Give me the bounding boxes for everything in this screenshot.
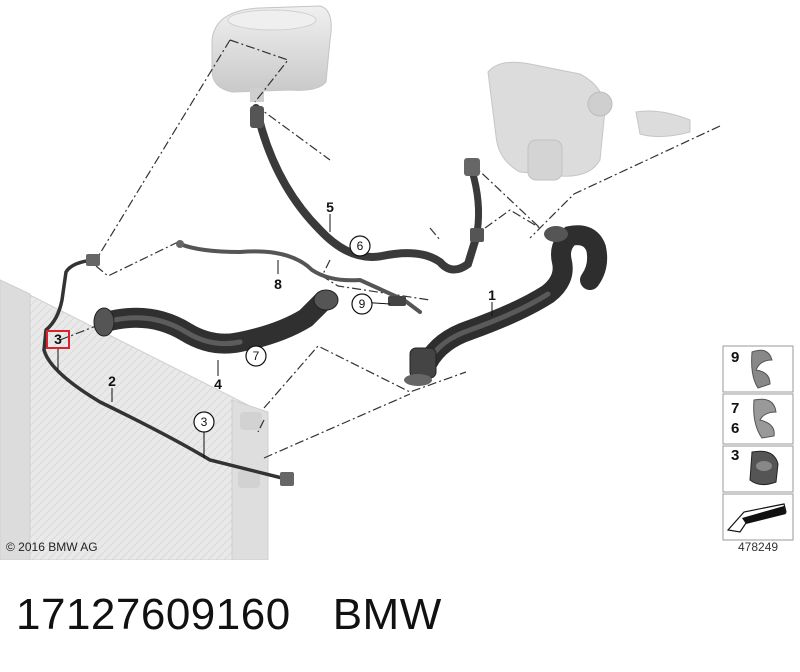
highlighted-part-3: 3 [46,330,70,349]
thermostat-housing [487,61,691,181]
hose-8 [176,240,422,314]
callout-6: 6 [349,235,371,257]
clip-3-icon [749,450,779,486]
guide-lines [59,39,721,459]
part-caption: 17127609160 BMW [16,590,484,640]
direction-arrow-icon [726,503,787,533]
copyright-notice: © 2016 BMW AG [6,540,98,554]
part-label-2: 2 [108,373,116,389]
hose-4 [93,289,339,354]
part-label-3: 3 [54,331,62,347]
callout-9-label: 9 [359,297,366,311]
callout-9: 9 [351,293,373,315]
legend-label-7: 7 [731,400,739,417]
brand-name: BMW [332,590,442,639]
callout-7-label: 7 [253,349,260,363]
callout-6-label: 6 [357,239,364,253]
hose-1 [404,225,608,386]
callout-7: 7 [245,345,267,367]
radiator [0,279,269,560]
part-label-1: 1 [488,287,496,303]
part-label-4: 4 [214,376,222,392]
part-label-8: 8 [274,276,282,292]
parts-diagram: 1 2 4 5 8 3 6 9 7 3 9 7 6 3 [0,5,794,560]
callout-3: 3 [193,411,215,433]
hose-5 [250,104,484,274]
diagram-reference-number: 478249 [738,540,779,554]
expansion-tank [211,5,332,102]
clip-9-icon [751,349,773,389]
pipe-2 [42,254,294,486]
callout-3-label: 3 [201,415,208,429]
part-label-5: 5 [326,199,334,215]
legend-label-6: 6 [731,420,739,437]
legend-label-3: 3 [731,447,739,464]
legend-panel: 9 7 6 3 [722,345,794,541]
legend-label-9: 9 [731,349,739,366]
part-number: 17127609160 [16,590,291,639]
clip-7-6-icon [753,398,777,439]
